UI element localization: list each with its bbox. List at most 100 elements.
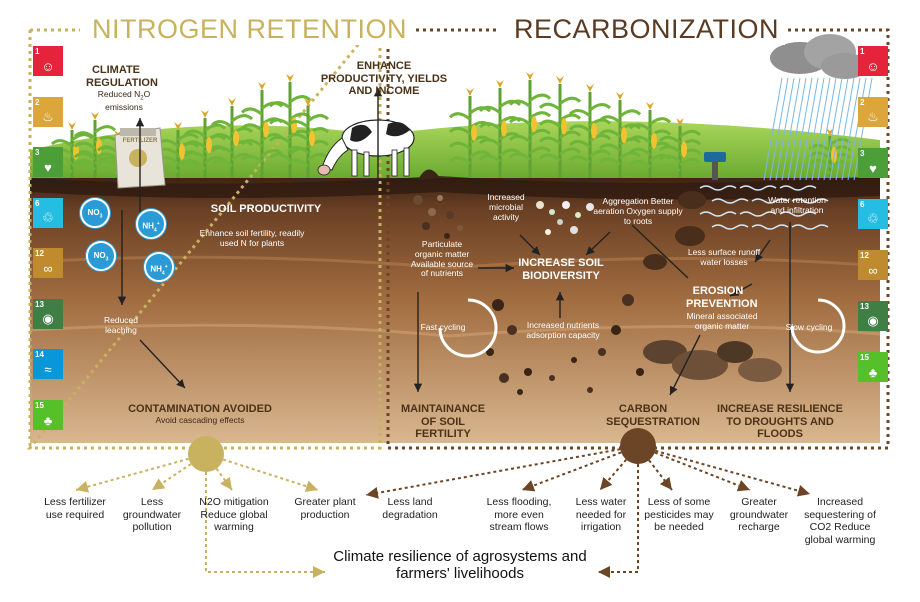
water-drop-icon: ♲ xyxy=(42,209,54,225)
fish-icon: ≈ xyxy=(44,362,52,377)
outcome-sequestering-co2: Increased sequestering of CO2 Reduce glo… xyxy=(804,496,876,546)
sdg-goal-1-icon: 1☺ xyxy=(858,46,888,76)
increased-microbial-label: Increased microbial activity xyxy=(487,192,525,222)
organic-particle xyxy=(549,209,555,215)
fertilizer-label: FERTILIZER xyxy=(122,138,158,144)
corn-plant xyxy=(658,118,702,178)
outcome-less-land-degradation: Less land degradation xyxy=(382,496,438,521)
organic-particle xyxy=(545,229,551,235)
outcome-greater-plant-production: Greater plant production xyxy=(294,496,356,521)
water-drop-icon: ♲ xyxy=(867,211,879,226)
cascading-effects-label: Avoid cascading effects xyxy=(155,415,245,425)
corn-plant xyxy=(538,76,582,178)
outcome-less-flooding: Less flooding, more even stream flows xyxy=(486,496,552,534)
sdg-goal-2-icon: 2♨ xyxy=(33,96,63,127)
recarbonization-outcome-arrows xyxy=(365,445,811,578)
nitrogen-outcome-arrows xyxy=(75,453,325,578)
climate-regulation-label: CLIMATE REGULATION xyxy=(86,64,158,89)
sdg-goal-15-icon: 15 ♣ xyxy=(858,352,888,382)
sdg-number: 3 xyxy=(860,149,865,158)
aggregation-label: Aggregation Better aeration Oxygen suppl… xyxy=(593,196,683,226)
organic-particle xyxy=(586,203,594,211)
family-icon: ☺ xyxy=(866,59,880,74)
corn-plant xyxy=(448,88,492,178)
nitrogen-frame xyxy=(26,28,382,450)
sdg-number: 15 xyxy=(860,353,869,362)
rain-cloud-icon xyxy=(763,34,873,181)
tree-icon: ♣ xyxy=(868,365,878,380)
footer-title: Climate resilience of agrosystems and fa… xyxy=(333,548,587,583)
landscape xyxy=(29,121,881,443)
family-icon: ☺ xyxy=(41,59,55,74)
contamination-avoided-label: CONTAMINATION AVOIDED xyxy=(128,403,272,415)
organic-particle xyxy=(611,325,621,335)
carbon-sequestration-label: CARBON SEQUESTRATION xyxy=(606,403,700,428)
mineral-associated-label: Mineral associated organic matter xyxy=(686,311,758,331)
increased-nutrients-label: Increased nutrients adsorption capacity xyxy=(526,320,600,340)
organic-matter-particles xyxy=(413,195,644,395)
infinity-icon: ∞ xyxy=(868,263,878,278)
sdg-number: 13 xyxy=(860,302,869,311)
organic-particle xyxy=(422,222,430,230)
nitrate-ion-icon: NO3 xyxy=(86,241,116,271)
sdg-number: 12 xyxy=(35,249,44,258)
water-retention-label: Water retention and infiltration xyxy=(768,195,826,215)
sdg-number: 3 xyxy=(35,148,40,157)
fast-cycling-loop xyxy=(438,298,498,358)
recarbonization-title: RECARBONIZATION xyxy=(508,14,786,45)
corn-plant xyxy=(508,72,552,178)
organic-particle xyxy=(622,294,634,306)
sdg-goal-13-icon: 13◉ xyxy=(33,298,63,329)
nitrogen-retention-title: NITROGEN RETENTION xyxy=(86,14,414,45)
section-frames xyxy=(26,28,890,450)
corn-plant xyxy=(286,98,330,178)
particulate-matter-label: Particulate organic matter Available sou… xyxy=(410,239,474,279)
enhance-productivity-label: ENHANCE PRODUCTIVITY, YIELDS AND INCOME xyxy=(320,60,448,98)
organic-particle xyxy=(598,348,606,356)
sdg-number: 6 xyxy=(860,200,865,209)
sdg-goal-3-icon: 3♥ xyxy=(33,147,63,177)
bowl-icon: ♨ xyxy=(867,109,879,124)
increase-resilience-label: INCREASE RESILIENCE TO DROUGHTS AND FLOO… xyxy=(717,403,843,441)
organic-particle xyxy=(457,225,463,231)
heartbeat-icon: ♥ xyxy=(44,160,52,175)
corn-plant xyxy=(628,102,672,178)
erosion-prevention-label: EROSION PREVENTION xyxy=(686,285,758,310)
soil-productivity-label: SOIL PRODUCTIVITY xyxy=(210,203,322,215)
reduced-leaching-label: Reduced leaching xyxy=(103,315,139,335)
nitrate-ion-icon: NO3 xyxy=(80,198,110,228)
sdg-number: 12 xyxy=(860,251,869,260)
sdg-goal-6-icon: 6♲ xyxy=(33,197,63,228)
organic-particle xyxy=(428,208,436,216)
manure-icon xyxy=(418,169,440,180)
sdg-goal-6-icon: 6♲ xyxy=(858,199,888,229)
soil-profile xyxy=(30,178,880,443)
corn-plant xyxy=(568,84,612,178)
sdg-goal-14-icon: 14≈ xyxy=(33,349,63,379)
organic-particle xyxy=(517,389,523,395)
organic-particle xyxy=(587,387,593,393)
cycling-loops xyxy=(438,298,846,358)
organic-particle xyxy=(636,368,644,376)
organic-particle xyxy=(507,325,517,335)
organic-particle xyxy=(444,233,450,239)
ammonium-ion-icon: NH4+ xyxy=(144,252,174,282)
outcome-less-fertilizer: Less fertilizer use required xyxy=(44,496,106,521)
reduced-n2o-label: Reduced N2O emissions xyxy=(97,89,151,112)
organic-particle xyxy=(562,201,570,209)
bowl-icon: ♨ xyxy=(42,108,54,124)
outcome-less-water-irrigation: Less water needed for irrigation xyxy=(575,496,627,534)
outcome-less-groundwater-pollution: Less groundwater pollution xyxy=(122,496,182,534)
infinity-icon: ∞ xyxy=(43,261,53,276)
sdg-goal-12-icon: 12 ∞ xyxy=(33,248,63,278)
water-infiltration-waves xyxy=(699,185,829,230)
recarbonization-frame xyxy=(386,28,890,450)
sdg-number: 13 xyxy=(35,299,44,309)
increase-biodiversity-label: INCREASE SOIL BIODIVERSITY xyxy=(518,257,604,282)
less-runoff-label: Less surface runoff water losses xyxy=(687,247,761,267)
sdg-number: 2 xyxy=(35,97,40,107)
maintainance-fertility-label: MAINTAINANCE OF SOIL FERTILITY xyxy=(400,403,486,441)
organic-particle xyxy=(536,201,544,209)
sdg-number: 2 xyxy=(860,98,865,107)
